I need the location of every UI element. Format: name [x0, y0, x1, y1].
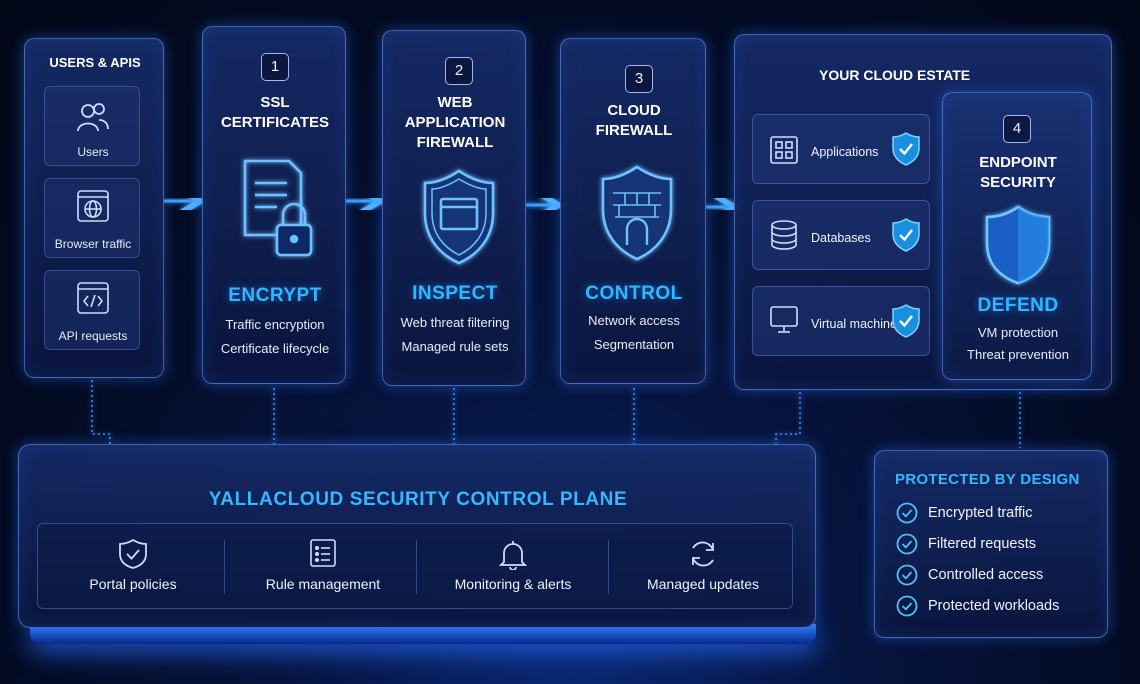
users-icon	[77, 103, 109, 132]
database-icon	[771, 220, 797, 250]
cp-divider	[224, 540, 225, 594]
stage-1-number: 1	[261, 53, 289, 81]
estate-vm-label: Virtual machines	[811, 317, 904, 331]
protected-item: Filtered requests	[896, 533, 1036, 557]
stage-4-title: ENDPOINT SECURITY	[979, 154, 1057, 191]
source-browser-label: Browser traffic	[54, 237, 132, 251]
refresh-icon	[692, 541, 714, 567]
cp-item-label-1: Portal policies	[89, 576, 177, 592]
stage-1-detail-1: Traffic encryption	[225, 317, 325, 332]
protected-item: Encrypted traffic	[896, 502, 1033, 526]
shield-check-icon	[119, 538, 147, 569]
check-circle-icon	[896, 502, 918, 524]
stage-web-application-firewall: 2 WEB APPLICATION FIREWALL INSPECT Web t…	[382, 30, 526, 386]
drop-lines	[91, 380, 1021, 448]
shield-window-icon	[423, 169, 495, 265]
cp-item-label-3: Monitoring & alerts	[454, 576, 572, 592]
cp-item-portal-policies: Portal policies	[38, 524, 228, 610]
stage-3-detail-2: Segmentation	[593, 337, 675, 352]
stage-4-detail-2: Threat prevention	[967, 347, 1069, 362]
protected-item-label: Protected workloads	[928, 598, 1060, 614]
shield-icon	[985, 205, 1051, 285]
stage-4-action: DEFEND	[977, 295, 1059, 316]
cp-item-label-2: Rule management	[265, 576, 381, 592]
source-api-label: API requests	[58, 329, 128, 343]
control-plane-title: YALLACLOUD SECURITY CONTROL PLANE	[208, 489, 628, 510]
cloud-estate-title: YOUR CLOUD ESTATE	[819, 67, 971, 83]
source-api-requests: API requests	[44, 270, 140, 350]
control-plane-items: Portal policies Rule management Monitori…	[37, 523, 793, 609]
stage-3-title: CLOUD FIREWALL	[595, 102, 673, 139]
cp-divider	[416, 540, 417, 594]
source-users-label: Users	[77, 145, 109, 159]
cp-divider	[608, 540, 609, 594]
certificate-lock-icon	[243, 159, 313, 257]
stage-2-detail-2: Managed rule sets	[401, 339, 509, 354]
stage-3-action: CONTROL	[585, 283, 683, 304]
protected-item: Controlled access	[896, 564, 1043, 588]
stage-4-number: 4	[1003, 115, 1031, 143]
browser-globe-icon	[77, 190, 109, 222]
estate-databases-label: Databases	[811, 231, 871, 245]
stage-1-detail-2: Certificate lifecycle	[220, 341, 330, 356]
cp-item-rule-management: Rule management	[228, 524, 418, 610]
estate-applications-label: Applications	[811, 145, 879, 159]
stage-2-number: 2	[445, 57, 473, 85]
stage-2-action: INSPECT	[412, 283, 498, 304]
estate-databases: Databases	[752, 200, 930, 270]
protected-item-label: Encrypted traffic	[928, 505, 1033, 521]
stage-1-title: SSL CERTIFICATES	[220, 94, 330, 131]
code-window-icon	[77, 282, 109, 314]
stage-4-detail-1: VM protection	[977, 325, 1059, 340]
protected-item-label: Filtered requests	[928, 536, 1036, 552]
cp-item-label-4: Managed updates	[646, 576, 760, 592]
bell-icon	[498, 541, 528, 570]
stage-2-detail-1: Web threat filtering	[400, 315, 510, 330]
app-grid-icon	[770, 136, 798, 164]
control-plane-base-glow	[30, 624, 816, 644]
shield-check-icon	[892, 304, 920, 338]
source-browser-traffic: Browser traffic	[44, 178, 140, 258]
check-circle-icon	[896, 595, 918, 617]
shield-brick-wall-icon	[601, 165, 673, 261]
cp-item-monitoring-alerts: Monitoring & alerts	[418, 524, 608, 610]
flow-arrows	[164, 201, 732, 207]
stage-2-title: WEB APPLICATION FIREWALL	[404, 94, 506, 151]
check-circle-icon	[896, 533, 918, 555]
cp-item-managed-updates: Managed updates	[608, 524, 798, 610]
protected-item-label: Controlled access	[928, 567, 1044, 583]
sources-title: USERS & APIS	[49, 55, 141, 70]
stage-1-action: ENCRYPT	[228, 285, 322, 306]
stage-cloud-firewall: 3 CLOUD FIREWALL CONTROL Network access …	[560, 38, 706, 384]
protected-title: PROTECTED BY DESIGN	[895, 471, 1080, 488]
stage-3-number: 3	[625, 65, 653, 93]
protected-by-design-panel: PROTECTED BY DESIGN	[874, 450, 1108, 638]
control-plane-panel: YALLACLOUD SECURITY CONTROL PLANE Portal…	[18, 444, 816, 628]
stage-ssl-certificates: 1 SSL CERTIFICATES ENCRYPT Traffic encry…	[202, 26, 346, 384]
estate-applications: Applications	[752, 114, 930, 184]
shield-check-icon	[892, 132, 920, 166]
protected-item: Protected workloads	[896, 595, 1059, 619]
stage-3-detail-1: Network access	[588, 313, 680, 328]
check-circle-icon	[896, 564, 918, 586]
stage-endpoint-security: 4 ENDPOINT SECURITY DEFEND VM protection…	[942, 92, 1092, 380]
source-users: Users	[44, 86, 140, 166]
monitor-icon	[770, 306, 798, 333]
estate-virtual-machines: Virtual machines	[752, 286, 930, 356]
list-document-icon	[310, 539, 336, 567]
shield-check-icon	[892, 218, 920, 252]
